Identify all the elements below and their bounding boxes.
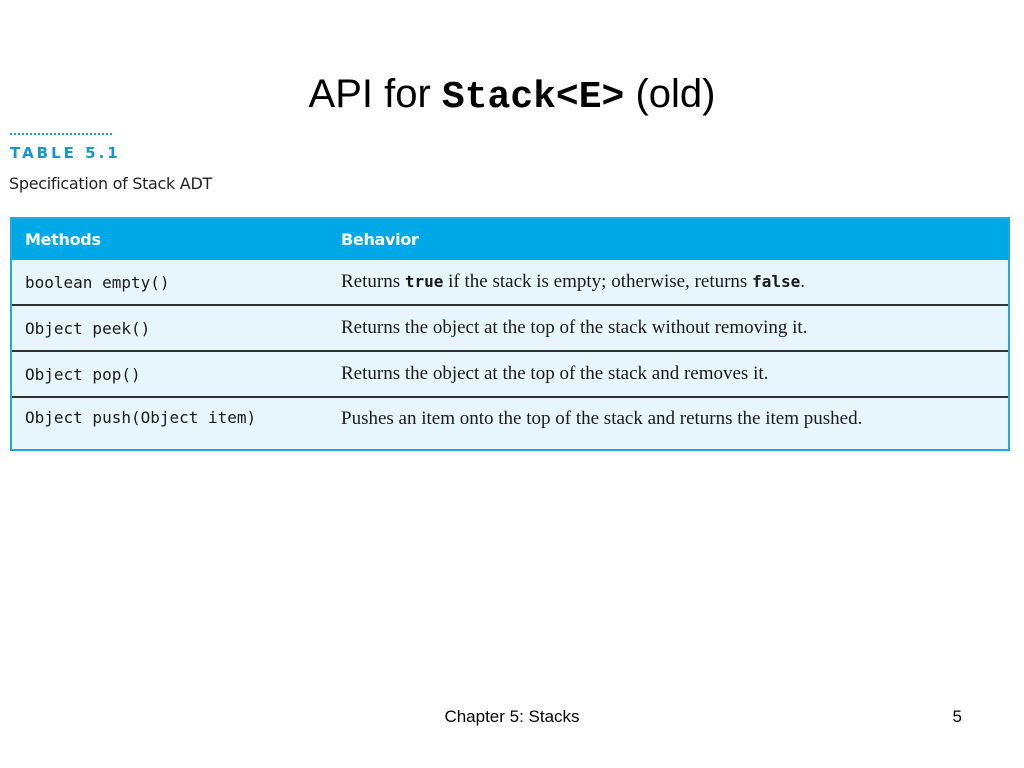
table-row: Object peek() Returns the object at the … [12,306,1008,352]
table-row: boolean empty() Returns true if the stac… [12,260,1008,306]
behavior-cell: Returns the object at the top of the sta… [341,363,769,384]
behavior-keyword: false [752,272,801,291]
behavior-text: if the stack is empty; otherwise, return… [443,271,753,292]
method-cell: Object peek() [25,318,151,338]
table-number: TABLE 5.1 [10,144,121,162]
behavior-cell: Returns the object at the top of the sta… [341,317,808,338]
column-header-behavior: Behavior [341,230,419,249]
footer-chapter: Chapter 5: Stacks [444,707,580,726]
behavior-text: . [800,271,805,292]
behavior-keyword: true [404,272,444,291]
slide-title-code: Stack<E> [441,76,625,119]
table-row: Object pop() Returns the object at the t… [12,352,1008,398]
behavior-cell: Pushes an item onto the top of the stack… [341,408,863,429]
table-row: Object push(Object item) Pushes an item … [12,398,1008,448]
footer-page-number: 5 [952,707,962,726]
table-dotted-rule [10,133,112,135]
slide-title: API for Stack<E> (old) [0,66,1024,126]
behavior-text: Returns [341,271,405,292]
table-header-row: Methods Behavior [12,219,1008,260]
table-caption: Specification of Stack ADT [9,174,212,193]
method-cell: Object push(Object item) [25,408,257,427]
column-header-methods: Methods [25,230,101,249]
behavior-cell: Returns true if the stack is empty; othe… [328,271,1008,293]
slide-title-prefix: API for [308,72,442,116]
method-cell: Object pop() [25,364,141,384]
stack-spec-table: Methods Behavior boolean empty() Returns… [10,217,1010,451]
method-cell: boolean empty() [25,272,170,292]
slide-title-suffix: (old) [624,72,716,116]
